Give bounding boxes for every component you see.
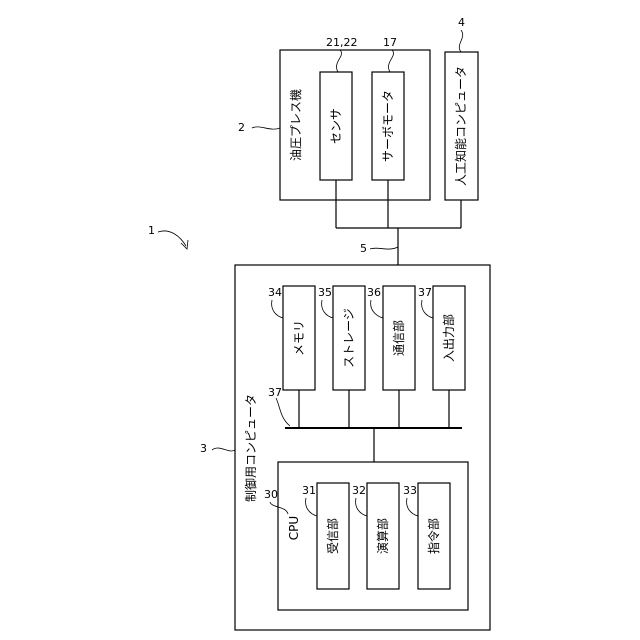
network-ref-leader (370, 247, 398, 249)
comm-unit-label: 通信部 (391, 320, 406, 356)
cpu-ref-label: 30 (264, 488, 278, 501)
calculation-unit-label: 演算部 (375, 518, 390, 554)
storage-label: ストレージ (342, 308, 356, 368)
servo-label: サーボモータ (381, 90, 395, 162)
storage-ref-label: 35 (318, 286, 332, 299)
ai-computer-ref-label: 4 (458, 16, 465, 29)
comm-unit-ref-label: 36 (367, 286, 381, 299)
controller-ref-leader (212, 448, 235, 451)
controller-title: 制御用コンピュータ (243, 394, 258, 502)
controller-ref-label: 3 (200, 442, 207, 455)
calculation-unit-ref-label: 32 (352, 484, 366, 497)
sensor-ref-label: 21,22 (326, 36, 358, 49)
sensor-label: センサ (329, 108, 343, 144)
receiving-unit-ref-label: 31 (302, 484, 316, 497)
servo-ref-label: 17 (383, 36, 397, 49)
ai-computer-ref-leader (459, 30, 462, 52)
receiving-unit-label: 受信部 (325, 518, 340, 554)
memory-label: メモリ (292, 320, 306, 356)
press-title: 油圧プレス機 (288, 89, 303, 161)
cpu-title: CPU (287, 516, 301, 540)
bus-ref-label: 37 (268, 386, 282, 399)
io-unit-label: 入出力部 (441, 314, 456, 362)
ai-computer-label: 人工知能コンピュータ (454, 66, 468, 186)
command-unit-ref-label: 33 (403, 484, 417, 497)
system-ref-arrowhead (181, 240, 188, 249)
press-ref-label: 2 (238, 121, 245, 134)
memory-ref-label: 34 (268, 286, 282, 299)
io-unit-ref-label: 37 (418, 286, 432, 299)
press-ref-leader (252, 127, 280, 129)
command-unit-label: 指令部 (426, 518, 441, 554)
network-ref-label: 5 (360, 242, 367, 255)
system-ref-label: 1 (148, 224, 155, 237)
